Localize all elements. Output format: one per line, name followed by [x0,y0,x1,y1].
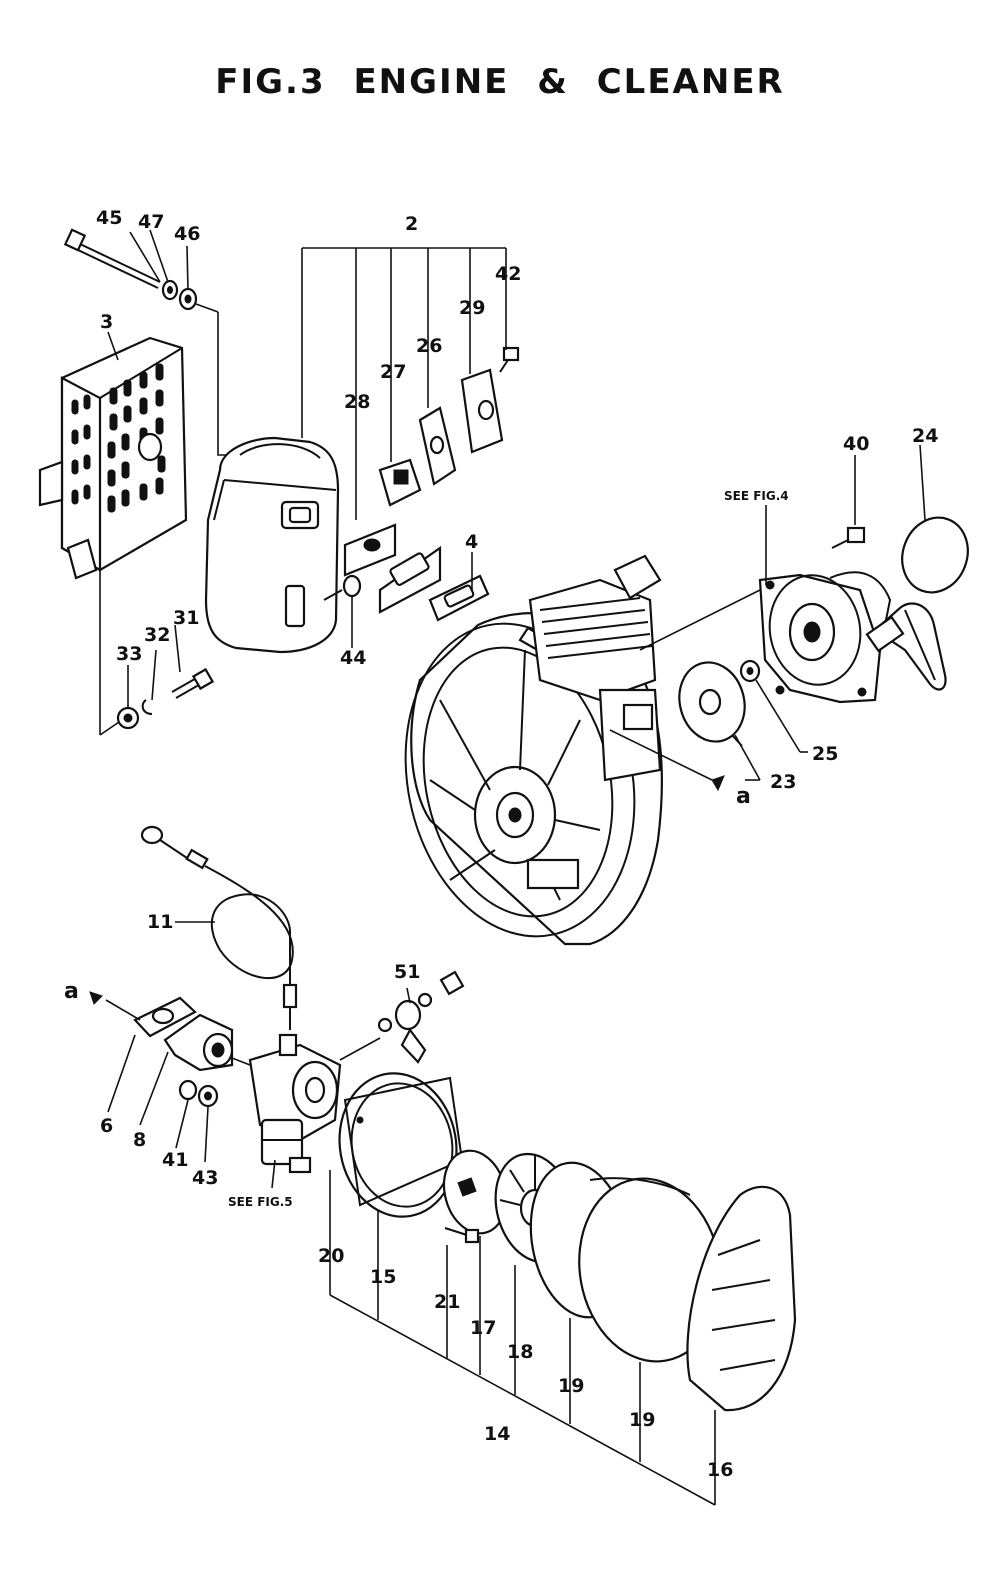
callout-19-inner: 19 [558,1375,584,1397]
bolt-45 [63,228,161,289]
callout-25: 25 [812,743,838,765]
callout-33: 33 [116,643,142,665]
callout-46: 46 [174,223,200,245]
bolt-40 [831,526,866,549]
recoil-starter-assembly [758,571,892,704]
callout-3: 3 [100,311,113,333]
callout-26: 26 [416,335,442,357]
cleaner-cover-16 [686,1185,797,1412]
callout-51: 51 [394,961,420,983]
callout-18: 18 [507,1341,533,1363]
fuel-fitting-51 [377,970,465,1064]
marker-a-left: a [64,979,79,1004]
callout-11: 11 [147,911,173,933]
cover-plate-24 [901,516,969,594]
muffler-body [204,436,340,654]
spacer-27 [378,458,422,507]
carburetor [248,1033,342,1174]
starter-pulley-23 [678,661,746,747]
callout-23: 23 [770,771,796,793]
washer-32 [141,699,153,715]
leaders [105,229,926,1189]
nut-43 [197,1084,219,1108]
washer-41 [178,1079,198,1101]
leader-group-14 [329,1170,716,1506]
callout-19-outer: 19 [629,1409,655,1431]
callout-43: 43 [192,1167,218,1189]
throttle-cable-11 [140,825,298,1030]
nut-33 [116,706,140,730]
arrow-a-left [89,991,103,1005]
bolt-31 [171,667,215,699]
bolt-44 [323,574,362,601]
callout-8: 8 [133,1129,146,1151]
callout-2: 2 [405,213,418,235]
callout-47: 47 [138,211,164,233]
callout-14: 14 [484,1423,510,1445]
screw-21 [444,1227,480,1244]
muffler-flange-28 [343,523,442,614]
callout-28: 28 [344,391,370,413]
bolt-42 [499,346,520,373]
washer-46 [178,287,198,311]
callout-32: 32 [144,624,170,646]
nut-25 [739,659,761,683]
callout-42: 42 [495,263,521,285]
callout-24: 24 [912,425,938,447]
gasket-26 [418,406,457,486]
callout-31: 31 [173,607,199,629]
see-fig-5-label: SEE FIG.5 [228,1195,293,1209]
figure-title: FIG.3 ENGINE & CLEANER [215,62,785,102]
marker-a-right: a [736,784,751,809]
muffler-cover-3 [38,336,188,580]
engine-cylinder [526,554,662,890]
callout-20: 20 [318,1245,344,1267]
callout-41: 41 [162,1149,188,1171]
plate-29 [460,368,504,454]
callout-16: 16 [707,1459,733,1481]
leader-group-2 [301,247,507,520]
starter-handle [865,602,947,691]
callout-40: 40 [843,433,869,455]
insulator-8 [163,1013,234,1072]
callout-44: 44 [340,647,366,669]
callout-21: 21 [434,1291,460,1313]
callout-15: 15 [370,1266,396,1288]
callout-17: 17 [470,1317,496,1339]
see-fig-4-label: SEE FIG.4 [724,489,789,503]
callout-4: 4 [465,531,478,553]
callout-6: 6 [100,1115,113,1137]
callout-29: 29 [459,297,485,319]
callout-45: 45 [96,207,122,229]
gasket-4 [428,574,490,622]
callout-27: 27 [380,361,406,383]
insulator-gasket-6 [133,996,197,1038]
washer-47 [161,279,179,301]
arrow-a-right [711,775,725,792]
leader-46 [217,312,240,456]
